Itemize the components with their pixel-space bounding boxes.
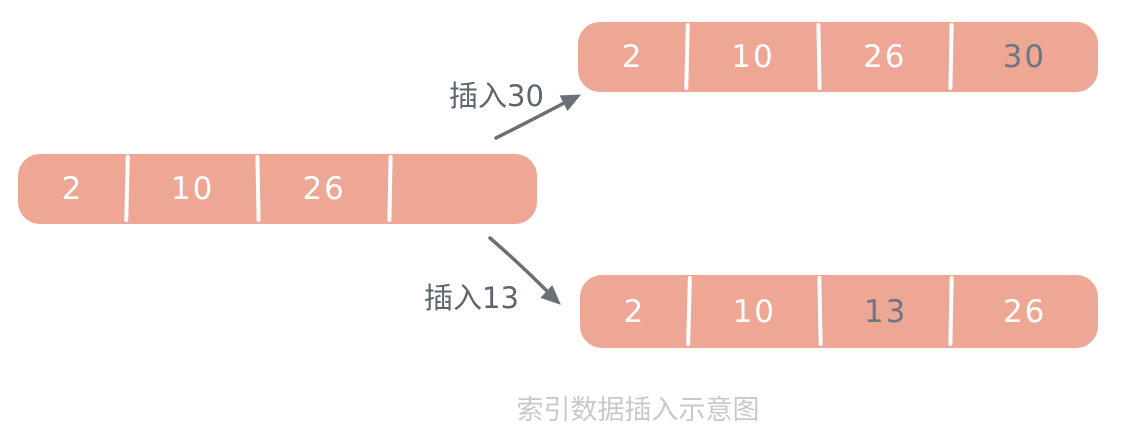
array-cell: 10 <box>687 22 819 92</box>
array-cell: 26 <box>258 154 390 224</box>
array-cell: 26 <box>951 275 1098 348</box>
array-cell-inserted: 13 <box>820 275 952 348</box>
cell-value: 13 <box>863 293 908 330</box>
insert-13-label: 插入13 <box>424 281 519 315</box>
cell-value: 26 <box>863 39 907 75</box>
source-array: 2 10 26 <box>18 154 537 224</box>
cell-value: 2 <box>623 293 646 330</box>
result-array-insert-13: 2 10 13 26 <box>580 275 1098 348</box>
insert-13-arrowhead-icon <box>540 284 561 305</box>
array-cell-inserted: 30 <box>951 22 1098 92</box>
cell-value: 26 <box>1002 293 1047 330</box>
cell-value: 26 <box>302 171 346 207</box>
array-cell: 10 <box>127 154 258 224</box>
cell-value: 2 <box>621 39 644 75</box>
array-cell-empty <box>390 154 537 224</box>
array-cell: 26 <box>819 22 951 92</box>
insert-30-label: 插入30 <box>449 79 544 113</box>
result-array-insert-30: 2 10 26 30 <box>578 22 1098 92</box>
insert-30-arrowhead-icon <box>559 94 582 112</box>
diagram-caption: 索引数据插入示意图 <box>516 395 760 426</box>
array-cell: 2 <box>580 275 689 348</box>
cell-value: 10 <box>732 293 777 330</box>
array-cell: 2 <box>578 22 687 92</box>
cell-value: 30 <box>1002 39 1047 75</box>
cell-value: 10 <box>731 39 775 75</box>
array-cell: 10 <box>689 275 820 348</box>
cell-value: 2 <box>61 171 84 207</box>
cell-value: 10 <box>170 171 215 207</box>
array-cell: 2 <box>18 154 127 224</box>
